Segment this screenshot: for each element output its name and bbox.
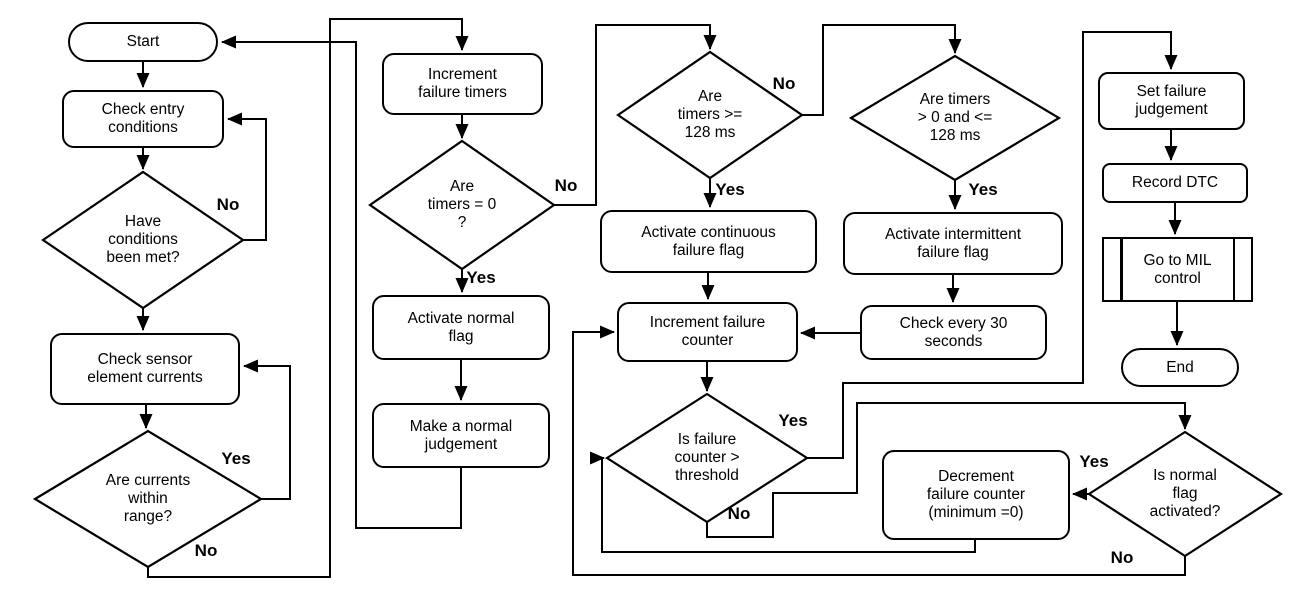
edge-timers-zero-no-to-timers-128 xyxy=(554,24,717,206)
decision-timers-128: Are timers >= 128 ms xyxy=(677,88,743,141)
node-record-dtc: Record DTC xyxy=(1102,163,1248,203)
node-activate-intermittent-failure-flag: Activate intermittent failure flag xyxy=(843,212,1063,275)
node-make-normal-judgement: Make a normal judgement xyxy=(372,403,550,468)
branch-label-yes-counter-threshold: Yes xyxy=(778,411,808,430)
edge-have-conditions-no-loop xyxy=(227,112,267,241)
branch-label-no-timers-128: No xyxy=(772,74,796,93)
decision-shape-timers-128 xyxy=(616,50,804,180)
decision-counter-threshold: Is failure counter > threshold xyxy=(674,431,740,484)
edge-normal-flag-no-loop-to-inc-counter xyxy=(572,325,1186,576)
branch-label-no-normal-flag: No xyxy=(1110,548,1134,567)
edge-counter-threshold-no-to-normal-flag xyxy=(706,402,1192,538)
edge-currents-range-yes-loop xyxy=(243,359,291,500)
node-increment-failure-counter: Increment failure counter xyxy=(617,302,798,362)
branch-label-no-have-conditions: No xyxy=(216,195,240,214)
decision-shape-timers-zero xyxy=(368,139,556,271)
edge-counter-threshold-yes-to-set-failure xyxy=(807,31,1178,459)
node-check-entry-conditions: Check entry conditions xyxy=(62,90,224,148)
branch-label-yes-currents-range: Yes xyxy=(221,449,251,468)
branch-label-yes-timers-zero: Yes xyxy=(466,268,496,287)
node-go-to-mil-control-label: Go to MIL control xyxy=(1143,251,1212,287)
node-activate-normal-flag: Activate normal flag xyxy=(372,295,550,360)
branch-label-yes-timers-128: Yes xyxy=(715,180,745,199)
branch-label-no-currents-range: No xyxy=(194,541,218,560)
node-go-to-mil-control: Go to MIL control xyxy=(1102,237,1253,302)
decision-shape-timers-mid xyxy=(848,54,1062,182)
decision-currents-range: Are currents within range? xyxy=(105,472,191,525)
decision-have-conditions: Have conditions been met? xyxy=(106,213,180,266)
branch-label-no-counter-threshold: No xyxy=(727,504,751,523)
decision-timers-zero: Are timers = 0 ? xyxy=(427,178,497,231)
branch-label-no-timers-zero: No xyxy=(554,176,578,195)
predefined-process-bar-left xyxy=(1120,239,1123,300)
edge-timers-128-no-to-timers-mid xyxy=(802,24,962,116)
node-end: End xyxy=(1121,348,1239,387)
branch-label-yes-normal-flag: Yes xyxy=(1079,452,1109,471)
decision-shape-currents-range xyxy=(32,429,264,569)
decision-shape-counter-threshold xyxy=(604,392,810,524)
node-increment-failure-timers: Increment failure timers xyxy=(382,53,543,115)
node-start: Start xyxy=(68,22,218,62)
decision-shape-normal-flag xyxy=(1086,430,1284,558)
edge-normal-judgement-to-start xyxy=(221,35,462,529)
node-set-failure-judgement: Set failure judgement xyxy=(1098,72,1245,130)
node-decrement-failure-counter: Decrement failure counter (minimum =0) xyxy=(882,450,1070,540)
decision-timers-mid: Are timers > 0 and <= 128 ms xyxy=(917,91,993,144)
node-check-sensor-currents: Check sensor element currents xyxy=(50,333,240,405)
edge-currents-range-no-to-inc-timers xyxy=(147,18,469,578)
decision-normal-flag: Is normal flag activated? xyxy=(1149,467,1221,520)
node-check-every-30-seconds: Check every 30 seconds xyxy=(860,305,1047,360)
predefined-process-bar-right xyxy=(1232,239,1235,300)
decision-shape-have-conditions xyxy=(41,170,245,310)
branch-label-yes-timers-mid: Yes xyxy=(968,180,998,199)
edge-decrement-loop-to-counter-threshold xyxy=(590,451,976,553)
node-activate-continuous-failure-flag: Activate continuous failure flag xyxy=(600,210,817,273)
